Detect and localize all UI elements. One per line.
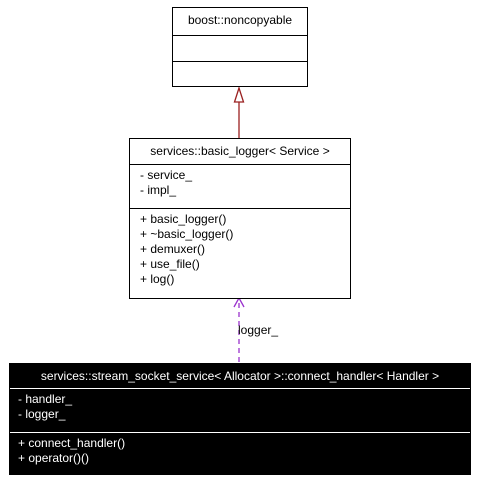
class-operations: + basic_logger() + ~basic_logger() + dem… — [130, 208, 350, 289]
class-name: services::basic_logger< Service > — [150, 144, 330, 158]
usage-edge-label: logger_ — [238, 323, 279, 337]
class-attributes — [173, 35, 307, 61]
attribute: - handler_ — [18, 392, 73, 406]
operation: + ~basic_logger() — [140, 227, 234, 241]
class-boost-noncopyable[interactable]: boost::noncopyable — [172, 7, 308, 87]
attribute: - impl_ — [140, 183, 177, 197]
operation: + basic_logger() — [140, 212, 227, 226]
attribute: - logger_ — [18, 407, 66, 421]
operation: + operator()() — [18, 451, 90, 465]
class-attributes: - service_ - impl_ — [130, 164, 350, 208]
class-name: services::stream_socket_service< Allocat… — [40, 369, 440, 383]
operation: + connect_handler() — [18, 436, 126, 450]
operation: + demuxer() — [140, 242, 206, 256]
class-name: boost::noncopyable — [187, 13, 293, 27]
class-connect-handler[interactable]: services::stream_socket_service< Allocat… — [9, 363, 471, 475]
attribute: - service_ — [140, 168, 193, 182]
inheritance-arrowhead — [233, 85, 245, 103]
operation: + log() — [140, 272, 175, 286]
class-attributes: - handler_ - logger_ — [10, 388, 470, 432]
class-operations: + connect_handler() + operator()() — [10, 432, 470, 468]
class-basic-logger[interactable]: services::basic_logger< Service > - serv… — [129, 138, 351, 299]
operation: + use_file() — [140, 257, 200, 271]
class-operations — [173, 61, 307, 86]
